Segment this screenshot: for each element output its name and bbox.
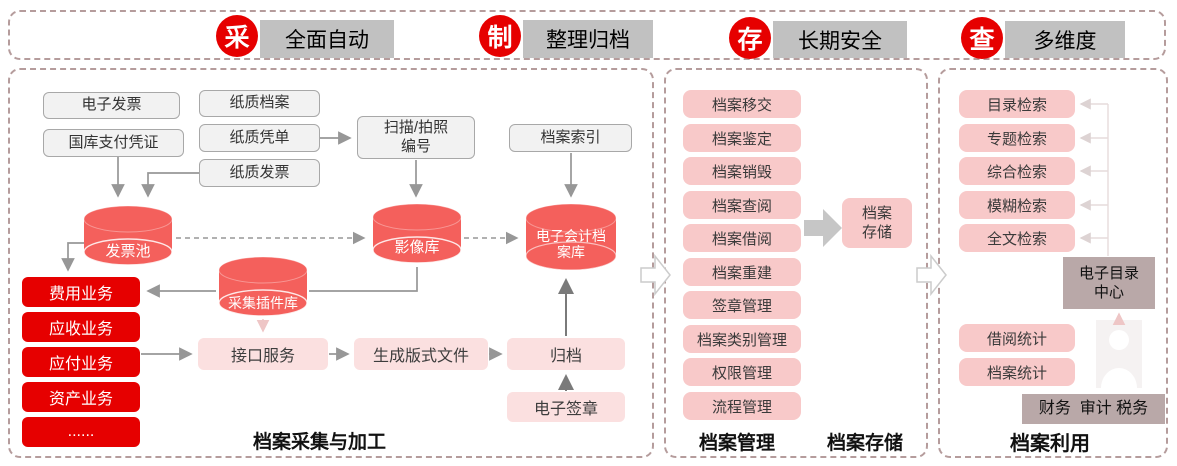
box-interface-service: 接口服务 [198,338,328,370]
archive-storage-box: 档案 存储 [842,198,912,248]
step-label-store: 长期安全 [773,21,907,58]
search-item-catalog: 目录检索 [959,90,1075,118]
biz-receivable: 应收业务 [22,312,140,342]
step-label-query: 多维度 [1005,21,1125,58]
cylinder-shape-icon [525,203,617,271]
plugin-library-label: 采集插件库 [228,294,298,311]
manage-item: 档案借阅 [683,224,801,252]
image-library-label: 影像库 [394,238,440,256]
box-scan-number: 扫描/拍照 编号 [357,116,475,159]
step-circle-query: 查 [961,17,1003,59]
biz-asset: 资产业务 [22,382,140,412]
cylinder-shape-icon [218,256,308,317]
step-circle-store: 存 [729,17,771,59]
step-label-collect: 全面自动 [260,20,394,58]
cylinder-shape-icon [83,205,173,266]
box-esignature: 电子签章 [507,392,625,422]
step-circle-collect: 采 [216,15,258,57]
box-archive-index: 档案索引 [509,124,632,152]
header-band [8,10,1166,60]
person-icon [1096,320,1142,388]
invoice-pool-label: 发票池 [105,242,151,260]
box-electronic-invoice: 电子发票 [43,92,180,119]
manage-item: 档案鉴定 [683,124,801,152]
step-label-make: 整理归档 [523,20,653,58]
manage-panel-title: 档案管理 [699,433,776,454]
cylinder-shape-icon [372,203,462,264]
stat-borrow-box: 借阅统计 [959,324,1075,352]
manage-item: 签章管理 [683,291,801,319]
e-accounting-archive-cylinder: 电子会计档 案库 [524,203,618,273]
box-generate-layout-file: 生成版式文件 [354,338,488,370]
biz-expense: 费用业务 [22,277,140,307]
manage-item: 档案移交 [683,90,801,118]
roles-box: 财务 审计 税务 [1022,394,1165,424]
box-paper-archive: 纸质档案 [199,90,320,117]
manage-item: 流程管理 [683,392,801,420]
collect-panel-title: 档案采集与加工 [253,432,387,453]
box-archive-action: 归档 [507,338,625,370]
use-panel-title: 档案利用 [1010,433,1090,455]
biz-payable: 应付业务 [22,347,140,377]
box-paper-invoice: 纸质发票 [199,159,320,187]
search-item-composite: 综合检索 [959,157,1075,185]
search-item-topic: 专题检索 [959,124,1075,152]
box-paper-voucher: 纸质凭单 [199,124,320,152]
image-library-cylinder: 影像库 [371,203,463,265]
step-circle-make: 制 [479,15,521,57]
manage-item: 档案类别管理 [683,325,801,353]
e-catalog-center-box: 电子目录 中心 [1063,257,1155,309]
box-treasury-voucher: 国库支付凭证 [43,129,184,157]
invoice-pool-cylinder: 发票池 [82,205,174,267]
manage-item: 权限管理 [683,358,801,386]
storage-panel-title: 档案存储 [827,433,904,454]
e-accounting-archive-label: 电子会计档 案库 [536,227,606,260]
plugin-library-cylinder: 采集插件库 [217,256,309,318]
search-item-fulltext: 全文检索 [959,224,1075,252]
manage-item: 档案查阅 [683,191,801,219]
biz-more: ...... [22,417,140,447]
manage-item: 档案重建 [683,258,801,286]
search-item-fuzzy: 模糊检索 [959,191,1075,219]
manage-item: 档案销毁 [683,157,801,185]
stat-archive-box: 档案统计 [959,358,1075,386]
